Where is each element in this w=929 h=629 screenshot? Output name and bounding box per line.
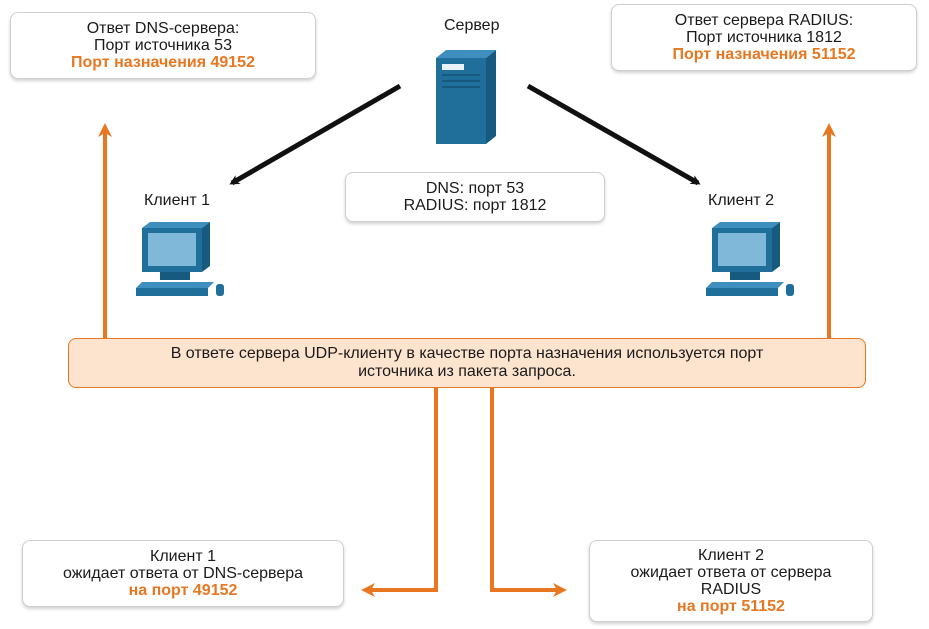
note-line-1: В ответе сервера UDP-клиенту в качестве … [170,345,764,362]
note-to-client1-arrow [361,388,438,597]
client2-waiting-box: Клиент 2 ожидает ответа от сервера RADIU… [589,540,873,622]
client2-response-source-port: Порт источника 1812 [686,29,842,46]
client2-waiting-port: на порт 51152 [677,598,785,615]
server-ports-box: DNS: порт 53 RADIUS: порт 1812 [345,172,605,222]
client1-waiting-title: Клиент 1 [150,548,216,565]
radius-port-text: RADIUS: порт 1812 [403,197,547,214]
server-to-client1-arrow [229,83,402,186]
client2-waiting-desc: ожидает ответа от сервера [630,564,832,581]
client2-waiting-desc-2: RADIUS [700,581,762,598]
client1-response-source-port: Порт источника 53 [94,37,232,54]
client2-response-dest-port: Порт назначения 51152 [672,46,856,63]
client2-label: Клиент 2 [708,192,774,209]
server-to-client2-arrow [526,83,701,186]
client1-waiting-desc: ожидает ответа от DNS-сервера [62,565,304,582]
client2-radius-response-box: Ответ сервера RADIUS: Порт источника 181… [611,4,917,71]
server-label: Сервер [444,17,500,34]
client1-waiting-box: Клиент 1 ожидает ответа от DNS-сервера н… [22,540,344,607]
client1-response-title: Ответ DNS-сервера: [86,20,240,37]
client2-response-title: Ответ сервера RADIUS: [674,12,854,29]
client1-dns-response-box: Ответ DNS-сервера: Порт источника 53 Пор… [10,12,316,79]
client1-waiting-port: на порт 49152 [128,582,238,599]
client2-computer-icon [706,222,794,296]
server-tower-icon [436,50,496,144]
note-line-2: источника из пакета запроса. [358,363,576,380]
udp-port-note-banner: В ответе сервера UDP-клиенту в качестве … [68,338,866,388]
client1-label: Клиент 1 [144,192,210,209]
dns-port-text: DNS: порт 53 [425,180,525,197]
client2-waiting-title: Клиент 2 [698,547,764,564]
note-to-client2-arrow [490,388,567,597]
client1-computer-icon [136,222,224,296]
client1-response-dest-port: Порт назначения 49152 [71,54,255,71]
